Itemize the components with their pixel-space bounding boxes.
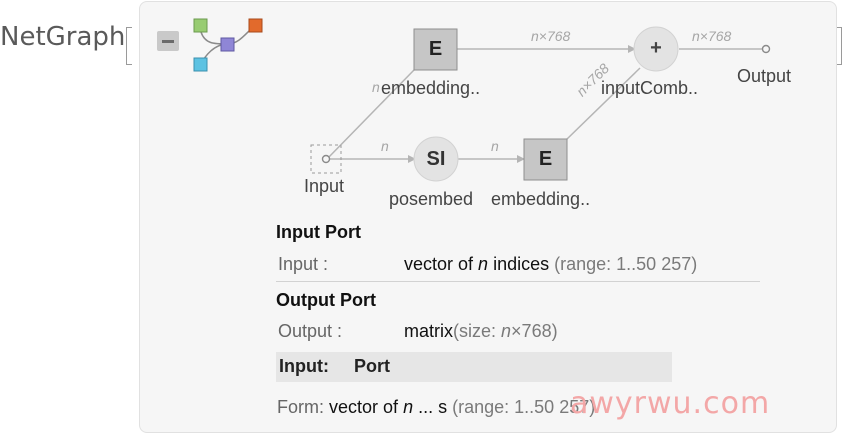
node-embedding-top[interactable]: [413, 28, 458, 71]
embedding-top-glyph: E: [428, 38, 443, 60]
input-label: Input: [304, 176, 345, 196]
edge-input-to-embedding: [326, 69, 415, 160]
node-embedding-bottom[interactable]: [523, 138, 568, 181]
tooltip-value: Port: [354, 356, 390, 376]
node-posembed[interactable]: [413, 136, 459, 182]
edge-embedding-to-combine-lower: [565, 67, 641, 141]
input-port-value: vector of n indices (range: 1..50 257): [404, 254, 698, 274]
input-port-key: Input :: [278, 254, 329, 274]
collapse-toggle-icon[interactable]: [157, 31, 179, 51]
posembed-glyph: SI: [426, 148, 446, 170]
netgraph-logo-icon: [193, 18, 263, 72]
node-input-combine[interactable]: [633, 26, 679, 72]
posembed-label: posembed: [389, 189, 474, 209]
watermark-text: awyrwu.com: [570, 386, 771, 421]
dim-combine-to-output: n×768: [692, 28, 732, 44]
netgraph-head: NetGraph: [0, 22, 126, 52]
output-port-heading: Output Port: [276, 290, 376, 310]
left-bracket: [126, 27, 132, 65]
tooltip-form-row: Form: vector of n ... s (range: 1..50 25…: [277, 397, 596, 417]
dim-posembed-to-embedding: n: [491, 138, 499, 154]
output-label: Output: [737, 66, 792, 86]
input-port-heading: Input Port: [276, 222, 361, 242]
input-port-divider: [276, 281, 760, 282]
embedding-bottom-glyph: E: [538, 148, 553, 170]
output-port-value: matrix(size: n×768): [404, 321, 558, 341]
node-output-port[interactable]: [761, 44, 771, 54]
output-port-key: Output :: [278, 321, 343, 341]
tooltip-header-bar: [276, 352, 672, 382]
input-port-row: Input :: [278, 254, 328, 275]
node-input-port[interactable]: [310, 144, 342, 174]
dim-input-to-posembed: n: [381, 138, 389, 154]
tooltip-key: Input:: [279, 356, 329, 376]
combine-glyph: +: [650, 37, 662, 59]
right-bracket: [836, 27, 842, 65]
dim-embedding-to-combine: n×768: [531, 28, 571, 44]
combine-label: inputComb..: [601, 78, 699, 98]
output-port-row: Output :: [278, 321, 342, 342]
embedding-bottom-label: embedding..: [491, 189, 591, 209]
dim-input-to-embedding: n: [372, 79, 380, 95]
embedding-top-label: embedding..: [381, 78, 481, 98]
